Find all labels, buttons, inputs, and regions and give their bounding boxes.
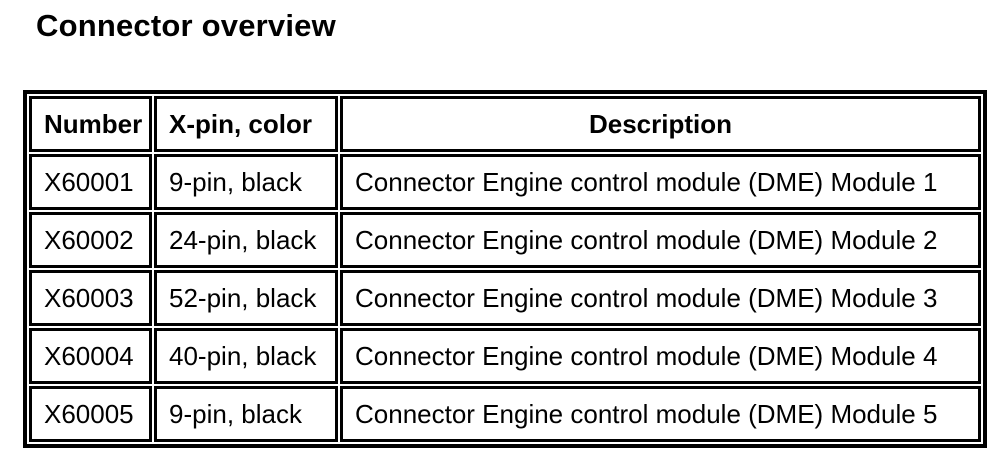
- cell-number: X60004: [29, 328, 152, 384]
- page-title: Connector overview: [36, 8, 336, 43]
- table-row: X60003 52-pin, black Connector Engine co…: [29, 270, 981, 326]
- cell-pin-color: 9-pin, black: [154, 154, 338, 210]
- table-row: X60002 24-pin, black Connector Engine co…: [29, 212, 981, 268]
- table-body: X60001 9-pin, black Connector Engine con…: [29, 154, 981, 442]
- connector-overview-table: Number X-pin, color Description X60001 9…: [23, 90, 987, 448]
- header-description: Description: [340, 96, 981, 152]
- cell-description: Connector Engine control module (DME) Mo…: [340, 154, 981, 210]
- table-row: X60005 9-pin, black Connector Engine con…: [29, 386, 981, 442]
- header-xpin-color: X-pin, color: [154, 96, 338, 152]
- table-row: X60001 9-pin, black Connector Engine con…: [29, 154, 981, 210]
- cell-number: X60005: [29, 386, 152, 442]
- cell-number: X60002: [29, 212, 152, 268]
- cell-pin-color: 24-pin, black: [154, 212, 338, 268]
- cell-pin-color: 52-pin, black: [154, 270, 338, 326]
- cell-pin-color: 40-pin, black: [154, 328, 338, 384]
- header-row: Number X-pin, color Description: [29, 96, 981, 152]
- table-row: X60004 40-pin, black Connector Engine co…: [29, 328, 981, 384]
- cell-number: X60003: [29, 270, 152, 326]
- cell-description: Connector Engine control module (DME) Mo…: [340, 212, 981, 268]
- cell-description: Connector Engine control module (DME) Mo…: [340, 270, 981, 326]
- cell-pin-color: 9-pin, black: [154, 386, 338, 442]
- cell-description: Connector Engine control module (DME) Mo…: [340, 328, 981, 384]
- cell-description: Connector Engine control module (DME) Mo…: [340, 386, 981, 442]
- header-number: Number: [29, 96, 152, 152]
- cell-number: X60001: [29, 154, 152, 210]
